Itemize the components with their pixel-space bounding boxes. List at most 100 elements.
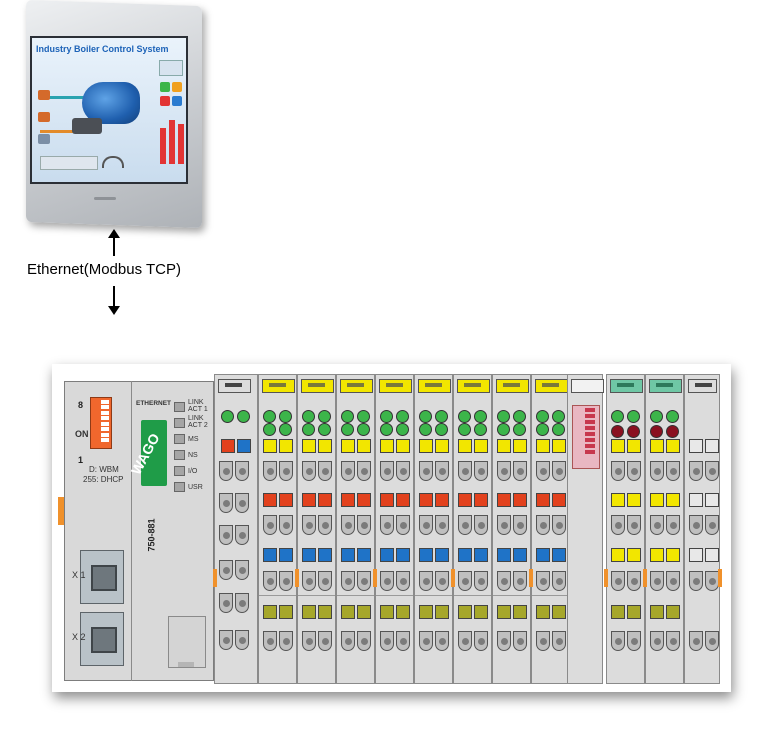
- clamp-hole: [709, 522, 716, 529]
- status-led: [474, 410, 487, 423]
- wire-clamp: [396, 515, 410, 535]
- address-dip-switch[interactable]: [90, 397, 112, 449]
- color-marker: [341, 548, 355, 562]
- status-led: [279, 410, 292, 423]
- wire-clamp: [552, 515, 566, 535]
- clamp-hole: [556, 638, 563, 645]
- color-marker: [221, 439, 235, 453]
- io-module-6: [451, 374, 492, 684]
- hmi-burner-icon: [72, 118, 102, 134]
- hmi-pump-icon: [38, 90, 50, 100]
- clamp-hole: [631, 638, 638, 645]
- hmi-status-tile[interactable]: [172, 96, 182, 106]
- clamp-hole: [322, 638, 329, 645]
- color-marker: [380, 493, 394, 507]
- module-top-slot: [347, 383, 364, 387]
- module-top-bar: [218, 379, 251, 393]
- wire-clamp: [279, 631, 293, 651]
- color-marker: [650, 548, 664, 562]
- wire-clamp: [318, 631, 332, 651]
- wire-clamp: [235, 630, 249, 650]
- color-marker: [458, 605, 472, 619]
- clamp-hole: [540, 468, 547, 475]
- color-marker: [513, 493, 527, 507]
- clamp-hole: [462, 578, 469, 585]
- hmi-pipe: [40, 96, 84, 99]
- clamp-hole: [384, 638, 391, 645]
- ethernet-port-x1[interactable]: [80, 550, 124, 604]
- wire-clamp: [627, 631, 641, 651]
- status-led: [536, 423, 549, 436]
- status-led: [666, 410, 679, 423]
- clamp-hole: [239, 637, 246, 644]
- wire-clamp: [666, 461, 680, 481]
- color-marker: [705, 493, 719, 507]
- status-led: [458, 410, 471, 423]
- wire-clamp: [357, 571, 371, 591]
- clamp-hole: [322, 578, 329, 585]
- color-marker: [536, 548, 550, 562]
- color-marker: [396, 439, 410, 453]
- wire-clamp: [497, 571, 511, 591]
- wire-clamp: [627, 461, 641, 481]
- wire-clamp: [419, 461, 433, 481]
- wire-clamp: [458, 461, 472, 481]
- led-label: LINK ACT 2: [188, 415, 208, 429]
- clamp-hole: [615, 468, 622, 475]
- wire-clamp: [235, 493, 249, 513]
- clamp-hole: [239, 500, 246, 507]
- clamp-hole: [478, 522, 485, 529]
- wire-clamp: [219, 593, 233, 613]
- wire-clamp: [536, 461, 550, 481]
- color-marker: [627, 493, 641, 507]
- wago-logo: WAGO: [128, 420, 167, 486]
- clamp-hole: [223, 637, 230, 644]
- wire-clamp: [419, 515, 433, 535]
- wire-clamp: [219, 461, 233, 481]
- color-marker: [279, 548, 293, 562]
- status-led: [627, 410, 640, 423]
- io-module-3: [336, 374, 375, 684]
- clamp-hole: [462, 468, 469, 475]
- module-top-bar: [496, 379, 529, 393]
- color-marker: [611, 605, 625, 619]
- module-top-bar: [571, 379, 604, 393]
- color-marker: [513, 605, 527, 619]
- status-led: [474, 423, 487, 436]
- color-marker: [627, 548, 641, 562]
- color-marker: [279, 439, 293, 453]
- clamp-hole: [306, 522, 313, 529]
- clamp-hole: [223, 532, 230, 539]
- clamp-hole: [693, 468, 700, 475]
- hmi-status-tile[interactable]: [172, 82, 182, 92]
- hmi-status-tile[interactable]: [160, 82, 170, 92]
- ethernet-port-x2[interactable]: [80, 612, 124, 666]
- clamp-hole: [267, 638, 274, 645]
- clamp-hole: [631, 468, 638, 475]
- color-marker: [380, 548, 394, 562]
- clamp-hole: [556, 578, 563, 585]
- wire-clamp: [435, 515, 449, 535]
- hmi-status-tile[interactable]: [160, 96, 170, 106]
- clamp-hole: [517, 638, 524, 645]
- io-module-1: [258, 374, 297, 684]
- color-marker: [474, 493, 488, 507]
- module-top-bar: [688, 379, 717, 393]
- clamp-hole: [709, 638, 716, 645]
- color-marker: [302, 493, 316, 507]
- wire-clamp: [219, 630, 233, 650]
- wire-clamp: [458, 631, 472, 651]
- wire-clamp: [263, 461, 277, 481]
- io-module-2: [295, 374, 336, 684]
- wire-clamp: [357, 515, 371, 535]
- status-led: [458, 423, 471, 436]
- wire-clamp: [419, 631, 433, 651]
- color-marker: [705, 439, 719, 453]
- end-module: [684, 374, 722, 684]
- module-top-slot: [225, 383, 242, 387]
- output-module-2: [643, 374, 684, 684]
- wire-clamp: [689, 631, 703, 651]
- clamp-hole: [654, 468, 661, 475]
- module-divider: [259, 595, 296, 596]
- wire-clamp: [279, 461, 293, 481]
